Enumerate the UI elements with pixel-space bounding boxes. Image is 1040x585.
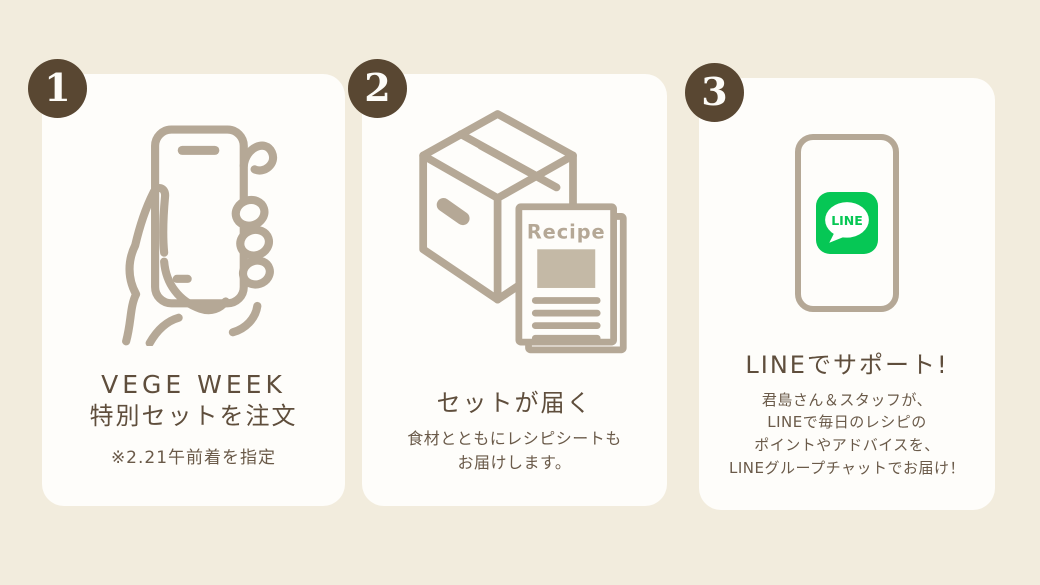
step-1-title-line-1: VEGE WEEK [101,370,286,399]
step-3-number-badge: 3 [685,63,744,122]
step-1-title: VEGE WEEK 特別セットを注文 [90,368,298,433]
step-2-body-line-2: お届けします。 [457,452,572,472]
step-3-body-line-2: LINEで毎日のレシピの [767,413,927,432]
step-number: 3 [701,68,728,114]
delivery-box-with-recipe-sheet-icon: Recipe [418,110,627,354]
step-2-number-badge: 2 [348,59,407,118]
line-speech-bubble-icon: LINE [825,202,869,243]
step-3-body-line-4: LINEグループチャットでお届け！ [729,459,965,478]
hand-holding-phone-icon [121,125,277,346]
step-card-3: 3 LINE LINEでサポート! 君島さん＆スタッフが、 LINEで毎日のレシ… [685,63,995,510]
step-3-body-line-3: ポイントやアドバイスを、 [754,436,940,455]
step-card-1: 1 VEGE WEEK 特別セットを注文 [28,59,345,506]
step-2-title-line-1: セットが届く [436,389,593,417]
step-2-body: 食材とともにレシピシートも お届けします。 [407,427,622,476]
step-3-body-line-1: 君島さん＆スタッフが、 [761,390,933,409]
step-card-2: 2 Recipe セッ [348,59,667,506]
recipe-sheet-label: Recipe [526,221,605,244]
step-3-body: 君島さん＆スタッフが、 LINEで毎日のレシピの ポイントやアドバイスを、 LI… [729,389,965,480]
step-3-title-line-1: LINEでサポート! [745,351,949,379]
line-app-icon: LINE [816,192,878,254]
step-3-title: LINEでサポート! [745,350,948,382]
line-label: LINE [831,213,863,228]
step-number: 2 [364,64,391,110]
step-2-body-line-1: 食材とともにレシピシートも [407,428,622,448]
step-1-note: ※2.21午前着を指定 [110,447,277,468]
step-2-title: セットが届く [437,388,593,420]
step-number: 1 [44,64,71,110]
step-1-number-badge: 1 [28,59,87,118]
recipe-sheet-image-block [536,249,595,288]
step-1-title-line-2: 特別セットを注文 [89,402,298,430]
phone-with-line-app-icon: LINE [795,134,899,312]
